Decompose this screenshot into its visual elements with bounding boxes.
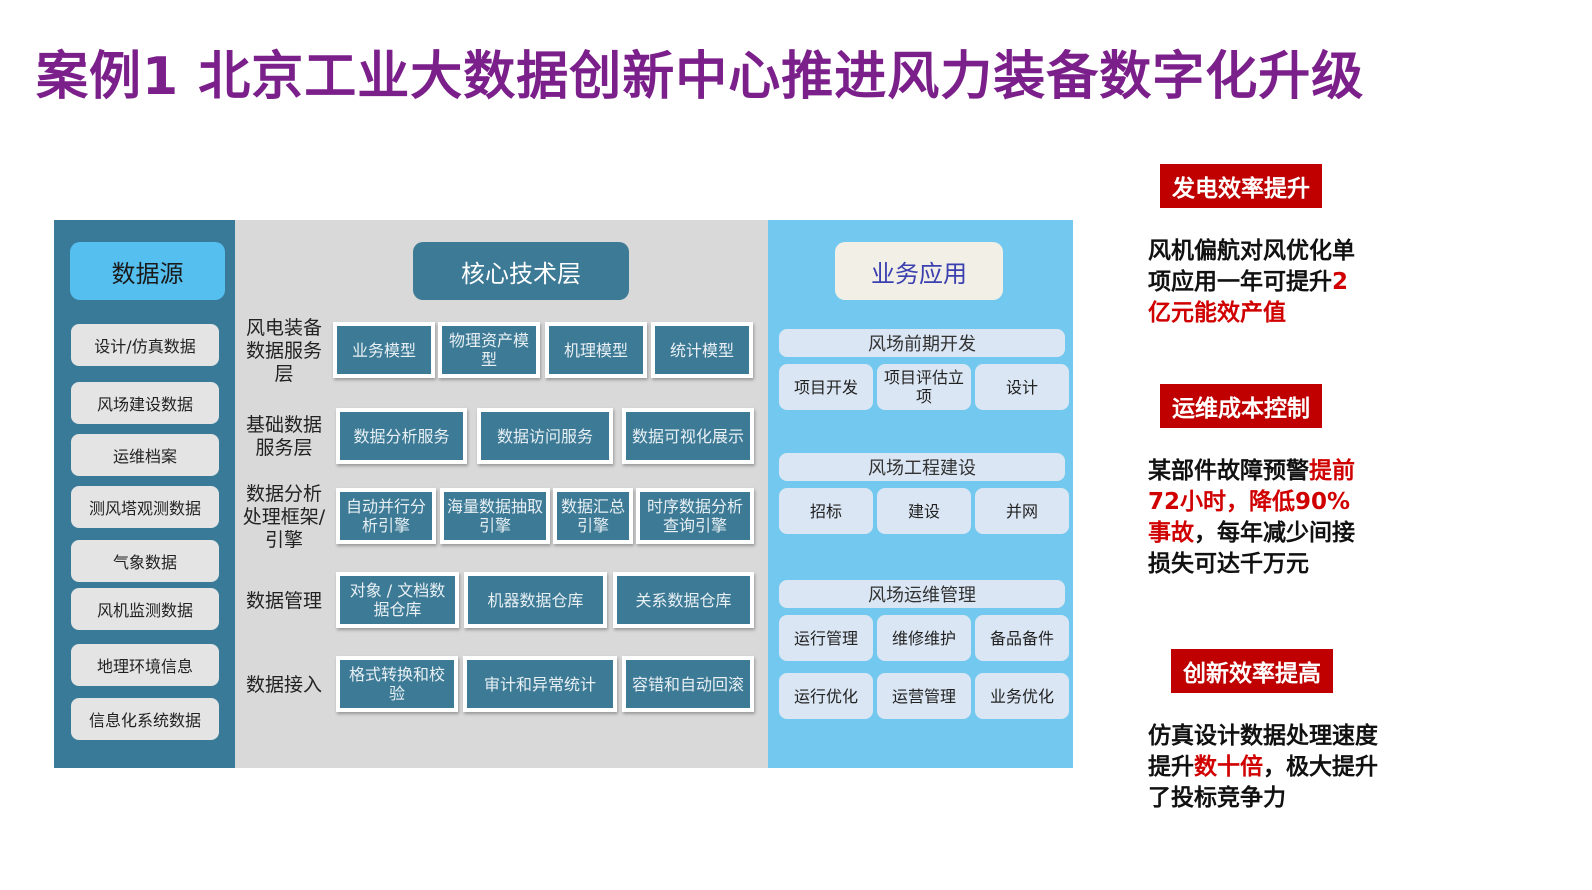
benefit-text-part: ，每年减少间接损失可达千万元 (1148, 520, 1355, 577)
layer-label: 风电装备数据服务层 (245, 316, 322, 385)
app-cell: 维修维护 (877, 615, 971, 661)
section-header: 风场前期开发 (779, 329, 1065, 357)
core-box: 审计和异常统计 (463, 656, 617, 712)
app-cell: 备品备件 (975, 615, 1069, 661)
core-box: 数据可视化展示 (622, 408, 754, 464)
highlight-text: 数十倍 (1194, 754, 1263, 780)
app-cell: 项目评估立项 (877, 364, 971, 410)
core-tech-panel: 核心技术层 风电装备数据服务层业务模型物理资产模型机理模型统计模型基础数据服务层… (235, 220, 768, 768)
app-cell: 运行管理 (779, 615, 873, 661)
data-source-item: 设计/仿真数据 (71, 324, 219, 366)
app-cell: 运行优化 (779, 673, 873, 719)
section-header: 风场运维管理 (779, 580, 1065, 608)
benefit-text-part: 仿真设计数据处理速度提升 (1148, 723, 1378, 780)
layer-label: 基础数据服务层 (245, 414, 322, 459)
core-box: 时序数据分析查询引擎 (636, 488, 754, 544)
core-box: 机器数据仓库 (464, 572, 607, 628)
business-app-header: 业务应用 (835, 242, 1003, 300)
data-source-item: 运维档案 (71, 434, 219, 476)
data-source-item: 信息化系统数据 (71, 698, 219, 740)
benefit-text-part: 风机偏航对风优化单项应用一年可提升 (1148, 238, 1355, 295)
core-box: 对象 / 文档数据仓库 (336, 572, 459, 628)
data-source-item: 测风塔观测数据 (71, 486, 219, 528)
benefit-badge: 运维成本控制 (1160, 384, 1322, 428)
core-box: 统计模型 (651, 322, 753, 378)
app-cell: 运营管理 (877, 673, 971, 719)
benefit-badge: 创新效率提高 (1171, 649, 1333, 693)
core-box: 海量数据抽取引擎 (440, 488, 550, 544)
business-app-panel: 业务应用 风场前期开发项目开发项目评估立项设计风场工程建设招标建设并网风场运维管… (768, 220, 1073, 768)
core-box: 机理模型 (545, 322, 647, 378)
data-source-header: 数据源 (70, 242, 225, 300)
highlight-text: 2亿元能效产值 (1148, 269, 1349, 326)
data-source-item: 风场建设数据 (71, 382, 219, 424)
layer-label: 数据分析处理框架/引擎 (242, 482, 326, 551)
app-cell: 并网 (975, 488, 1069, 534)
core-box: 自动并行分析引擎 (336, 488, 436, 544)
data-source-item: 风机监测数据 (71, 588, 219, 630)
core-box: 数据访问服务 (477, 408, 613, 464)
core-box: 容错和自动回滚 (622, 656, 754, 712)
app-cell: 设计 (975, 364, 1069, 410)
data-source-item: 气象数据 (71, 540, 219, 582)
app-cell: 项目开发 (779, 364, 873, 410)
core-box: 格式转换和校验 (336, 656, 458, 712)
benefit-text-part: 某部件故障预警 (1148, 458, 1309, 484)
core-box: 关系数据仓库 (613, 572, 754, 628)
core-box: 物理资产模型 (438, 322, 540, 378)
data-source-panel: 数据源 设计/仿真数据风场建设数据运维档案测风塔观测数据气象数据风机监测数据地理… (54, 220, 235, 768)
app-cell: 招标 (779, 488, 873, 534)
app-cell: 建设 (877, 488, 971, 534)
data-source-item: 地理环境信息 (71, 644, 219, 686)
benefit-text-part: ，极大提升了投标竞争力 (1148, 754, 1378, 811)
page-title: 案例1 北京工业大数据创新中心推进风力装备数字化升级 (36, 47, 1365, 107)
core-box: 数据汇总引擎 (553, 488, 633, 544)
core-tech-header: 核心技术层 (413, 242, 629, 300)
highlight-text: 提前72小时，降低90%事故 (1148, 458, 1355, 546)
layer-label: 数据管理 (245, 589, 322, 612)
benefit-text: 某部件故障预警提前72小时，降低90%事故，每年减少间接损失可达千万元 (1148, 456, 1366, 580)
layer-label: 数据接入 (245, 673, 322, 696)
core-box: 业务模型 (333, 322, 435, 378)
core-box: 数据分析服务 (336, 408, 467, 464)
benefit-text: 仿真设计数据处理速度提升数十倍，极大提升了投标竞争力 (1148, 721, 1388, 814)
app-cell: 业务优化 (975, 673, 1069, 719)
benefit-badge: 发电效率提升 (1160, 164, 1322, 208)
section-header: 风场工程建设 (779, 453, 1065, 481)
benefit-text: 风机偏航对风优化单项应用一年可提升2亿元能效产值 (1148, 236, 1366, 329)
